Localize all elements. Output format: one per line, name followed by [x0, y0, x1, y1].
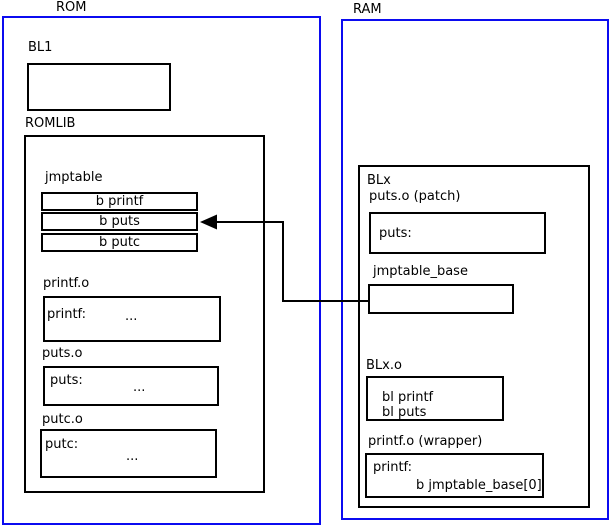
puts-patch-box: puts: — [369, 212, 546, 254]
printf-wrapper-box: printf: b jmptable_base[0] — [365, 453, 544, 498]
printf-wrapper-symbol: printf: — [373, 460, 413, 475]
blx-label: BLx — [367, 173, 391, 188]
jmptable-row-b-puts: b puts — [41, 212, 198, 231]
blx-o-line-bl-printf: bl printf — [382, 390, 434, 405]
jmptable-row-b-printf: b printf — [41, 192, 198, 211]
puts-patch-symbol: puts: — [379, 226, 412, 241]
putc-o-box: putc: ... — [40, 429, 217, 478]
putc-ellipsis: ... — [126, 449, 139, 464]
rom-title: ROM — [56, 0, 87, 15]
jmptable-row-b-putc: b putc — [41, 233, 198, 252]
puts-symbol: puts: — [50, 373, 83, 388]
printf-ellipsis: ... — [125, 309, 138, 324]
blx-o-box: bl printf bl puts — [366, 376, 504, 421]
jmptable-label: jmptable — [45, 170, 103, 185]
printf-symbol: printf: — [47, 307, 87, 322]
putc-symbol: putc: — [45, 437, 79, 452]
printf-wrapper-label: printf.o (wrapper) — [368, 434, 483, 449]
puts-ellipsis: ... — [133, 380, 146, 395]
jmptable-base-box — [368, 284, 514, 314]
ram-title: RAM — [353, 2, 382, 17]
puts-o-label: puts.o — [42, 346, 83, 361]
putc-o-label: putc.o — [42, 412, 83, 427]
blx-o-line-bl-puts: bl puts — [382, 405, 427, 420]
printf-o-box: printf: ... — [43, 296, 221, 342]
printf-wrapper-branch: b jmptable_base[0] — [416, 478, 542, 493]
bl1-box — [27, 63, 171, 111]
printf-o-label: printf.o — [43, 276, 90, 291]
puts-o-box: puts: ... — [43, 366, 219, 406]
jmptable-base-label: jmptable_base — [373, 264, 468, 279]
puts-patch-label: puts.o (patch) — [369, 189, 461, 204]
blx-o-label: BLx.o — [366, 358, 402, 373]
bl1-label: BL1 — [28, 40, 53, 55]
romlib-label: ROMLIB — [25, 116, 76, 131]
